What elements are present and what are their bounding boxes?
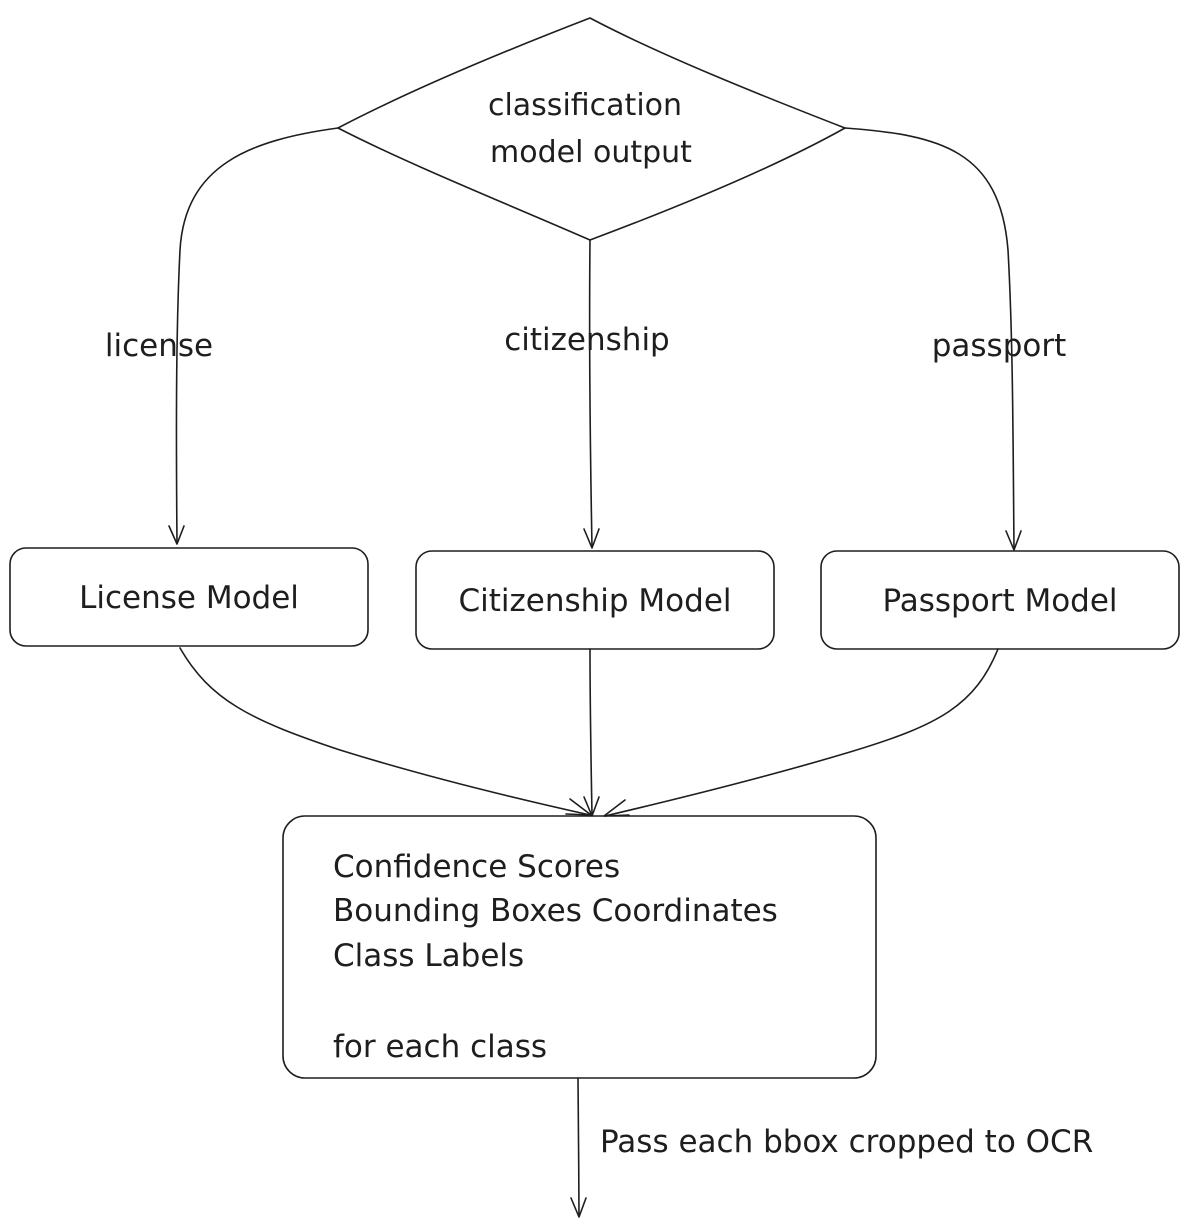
edge-passport-line [844, 127, 1015, 550]
decision-diamond-shape [337, 17, 846, 241]
license-model-node[interactable]: License Model [9, 547, 369, 647]
output-line-bboxes: Bounding Boxes Coordinates [333, 893, 778, 929]
edge-label-license: license [105, 328, 213, 364]
edge-output-to-ocr[interactable]: Pass each bbox cropped to OCR [570, 1077, 1093, 1218]
decision-node[interactable]: classification model output [337, 17, 846, 241]
edge-license-line [175, 127, 339, 544]
passport-model-label: Passport Model [882, 583, 1117, 619]
edge-citizenship[interactable]: citizenship [504, 239, 670, 549]
output-box [282, 815, 877, 1079]
license-model-label: License Model [79, 580, 299, 616]
decision-label-line1: classification [488, 88, 682, 123]
edge-citizenship-to-output[interactable] [583, 648, 600, 817]
edge-license[interactable]: license [105, 127, 339, 545]
citizenship-model-box [415, 550, 775, 650]
output-line-class-labels: Class Labels [333, 938, 524, 974]
decision-label-line2: model output [490, 135, 692, 170]
edge-passport[interactable]: passport [844, 127, 1067, 551]
edge-passport-to-output-line [604, 648, 999, 817]
edge-citizenship-arrowhead [583, 528, 600, 549]
passport-model-box [820, 550, 1180, 650]
edge-label-citizenship: citizenship [504, 322, 670, 358]
edge-label-passport: passport [932, 328, 1067, 364]
citizenship-model-node[interactable]: Citizenship Model [415, 550, 775, 650]
edge-license-to-output[interactable] [179, 647, 592, 816]
edge-passport-to-output[interactable] [603, 648, 999, 817]
license-model-box [9, 547, 369, 647]
passport-model-node[interactable]: Passport Model [820, 550, 1180, 650]
output-line-each-class: for each class [333, 1029, 547, 1065]
output-line-confidence: Confidence Scores [333, 849, 620, 885]
edge-license-arrowhead [168, 525, 185, 545]
output-node[interactable]: Confidence Scores Bounding Boxes Coordin… [282, 815, 877, 1079]
edge-license-to-output-line [179, 647, 591, 816]
edge-citizenship-line [588, 239, 593, 548]
edge-output-to-ocr-line [577, 1077, 580, 1217]
citizenship-model-label: Citizenship Model [458, 583, 731, 619]
edge-output-to-ocr-arrowhead [570, 1197, 587, 1218]
edge-passport-arrowhead [1005, 530, 1022, 551]
edge-label-ocr: Pass each bbox cropped to OCR [600, 1124, 1093, 1160]
edge-citizenship-to-output-line [589, 648, 593, 816]
